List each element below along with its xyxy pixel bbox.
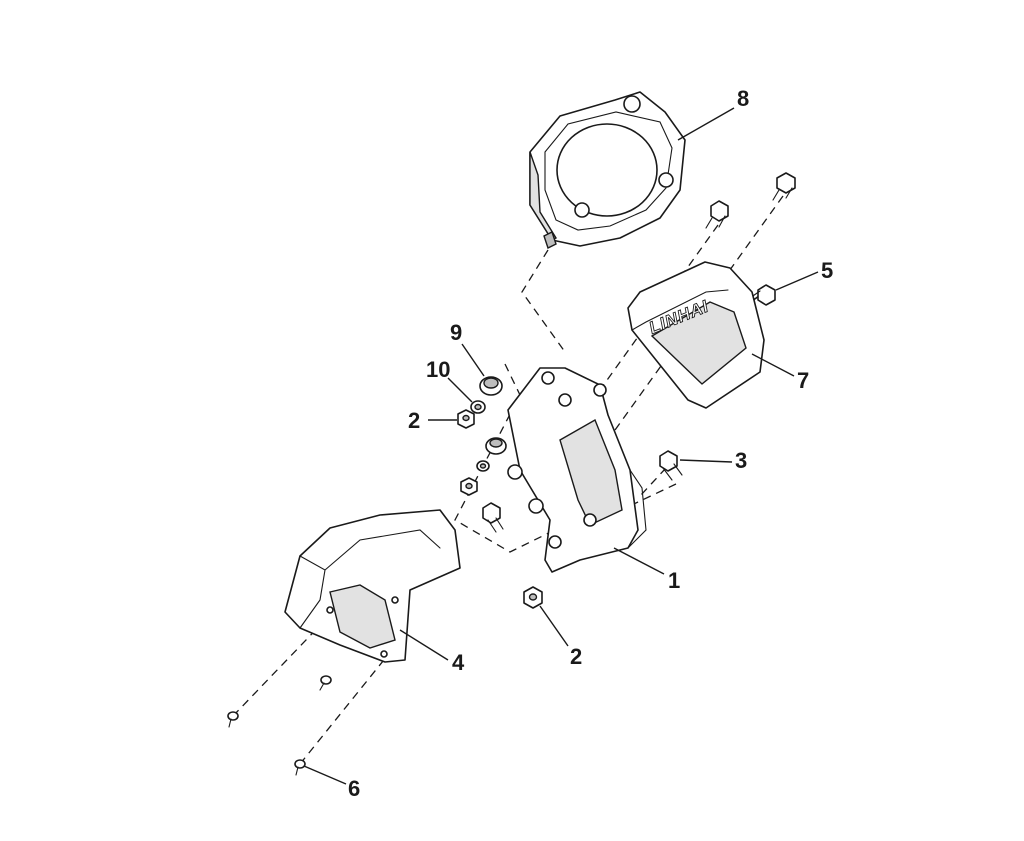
callout-3: 3	[735, 448, 747, 473]
nut-part-2-upper	[457, 409, 475, 429]
meter-housing-part-8	[529, 91, 686, 249]
bracket-hole-1	[558, 393, 572, 407]
bracket-hole-3	[528, 498, 544, 514]
dash-meter-to-bracket	[521, 249, 566, 353]
lower-cover-screw-hole-2	[391, 596, 399, 604]
washer-lower	[476, 460, 490, 472]
meter-connector	[543, 231, 557, 249]
lower-cover-shell	[284, 509, 461, 663]
callout-1: 1	[668, 568, 680, 593]
callout-2-upper: 2	[408, 408, 420, 433]
washer-part-10	[470, 400, 486, 414]
bracket-flange	[627, 469, 647, 549]
nut-part-2-lower	[523, 586, 543, 609]
screw-part-6-top	[319, 675, 332, 691]
leader-8	[677, 107, 735, 141]
callout-9: 9	[450, 320, 462, 345]
lower-cover-lip	[299, 569, 326, 629]
meter-mount-boss-top	[623, 95, 641, 113]
leader-4	[399, 629, 449, 661]
screw-part-6-bottom	[294, 759, 306, 776]
meter-housing-side	[529, 151, 557, 241]
leader-1	[613, 547, 665, 575]
leader-lines	[303, 107, 819, 785]
leader-2-lower	[539, 605, 569, 647]
bracket-tab-right	[593, 383, 607, 397]
callout-5: 5	[821, 258, 833, 283]
leader-7	[751, 353, 795, 377]
leader-6	[303, 765, 347, 785]
bracket-tab-left	[541, 371, 555, 385]
cover-part-7: LINHAI	[627, 261, 765, 409]
meter-mount-boss-left	[574, 202, 590, 218]
lower-cover-screw-hole-1	[326, 606, 334, 614]
bracket-hole-4	[583, 513, 597, 527]
bracket-hole-2	[507, 464, 523, 480]
callout-8: 8	[737, 86, 749, 111]
lower-cover-pocket	[329, 584, 396, 649]
meter-mount-boss-right	[658, 172, 674, 188]
screw-part-6-left	[227, 711, 239, 728]
lower-cover-part-4	[284, 509, 461, 663]
cover-edge	[631, 289, 729, 331]
bolt-top-right	[772, 172, 796, 201]
callout-7: 7	[797, 368, 809, 393]
callout-2-lower: 2	[570, 644, 582, 669]
lower-cover-screw-hole-3	[380, 650, 388, 658]
callout-4: 4	[452, 650, 465, 675]
bolt-bracket-left	[482, 502, 504, 533]
leader-10	[447, 377, 473, 403]
grommet-part-9	[479, 376, 503, 396]
leader-5	[775, 271, 819, 291]
bracket-window	[559, 418, 623, 526]
dash-grommet-stack	[454, 363, 576, 553]
meter-housing-rim	[544, 111, 673, 231]
lower-cover-ridge	[299, 529, 441, 571]
mounting-bracket-part-1	[507, 367, 647, 573]
dash-bolt-3	[639, 467, 667, 497]
nut-part-2-mid	[460, 477, 478, 496]
cover-inner-recess	[650, 301, 747, 385]
bolt-top-left	[705, 200, 729, 229]
callout-10: 10	[426, 357, 450, 382]
meter-lens	[556, 123, 658, 217]
grommet-lower	[485, 437, 507, 455]
bolt-part-3	[659, 450, 683, 481]
leader-9	[461, 343, 485, 377]
callout-numbers: 8 5 7 3 1 2 4 6 2 10 9	[348, 86, 833, 801]
callout-6: 6	[348, 776, 360, 801]
bracket-hole-5	[548, 535, 562, 549]
leader-3	[679, 459, 733, 463]
